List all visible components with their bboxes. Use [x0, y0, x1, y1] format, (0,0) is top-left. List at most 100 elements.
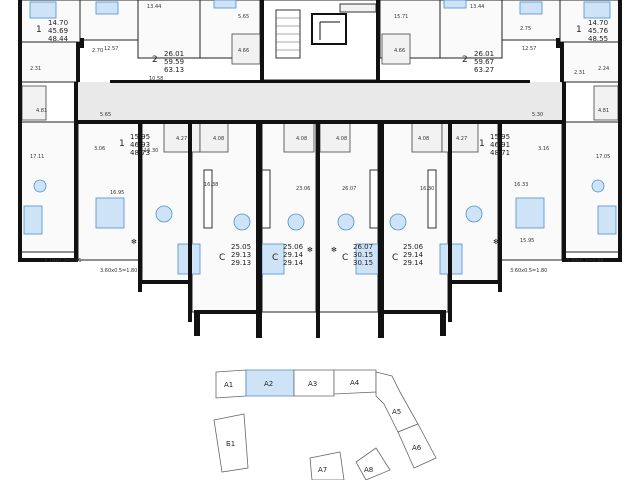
area-label: 4.08 — [336, 136, 347, 142]
dining-table — [233, 213, 251, 231]
area-label: 3.60x0.5=1.80 — [100, 268, 137, 274]
area-label: 3.16 — [538, 146, 549, 152]
unit-s3: С 26.07 30.15 30.15 — [342, 243, 373, 267]
area-label: С — [219, 253, 225, 263]
area-label: 63.27 — [474, 66, 494, 74]
kitchen-counter — [203, 169, 213, 229]
area-label: 26.01 — [474, 50, 494, 58]
area-label: 5.65 — [238, 14, 249, 20]
area-label: 45.76 — [588, 27, 609, 35]
area-label: 4.81 — [36, 108, 47, 114]
area-label: 30.15 — [353, 251, 373, 259]
section-label-a3: A3 — [308, 380, 317, 388]
bathroom — [21, 85, 47, 121]
dining-table — [591, 179, 605, 193]
dining-table — [465, 205, 483, 223]
plant-icon: ✻ — [131, 238, 137, 246]
area-label: 16.38 — [204, 182, 218, 188]
area-label: 15.95 — [130, 133, 150, 141]
section-a5 — [375, 371, 419, 433]
section-a7 — [309, 451, 345, 480]
area-label: 15.95 — [520, 238, 534, 244]
area-label: 3.19x0.3=0.96 — [44, 258, 81, 264]
area-label: 4.66 — [394, 48, 405, 54]
area-label: 59.59 — [164, 58, 184, 66]
bathroom — [231, 33, 261, 65]
area-label: С — [342, 253, 348, 263]
section-a6 — [397, 423, 437, 469]
area-label: 26.07 — [353, 243, 373, 251]
area-label: 4.81 — [598, 108, 609, 114]
area-label: 29.14 — [283, 259, 304, 267]
bathroom — [381, 33, 411, 65]
area-label: 29.13 — [231, 259, 251, 267]
area-label: 4.27 — [176, 136, 187, 142]
plant-icon: ✻ — [493, 238, 499, 246]
area-label: 4.08 — [418, 136, 429, 142]
area-label: 16.30 — [144, 148, 158, 154]
kitchen-counter — [369, 169, 379, 229]
area-label: С — [392, 253, 398, 263]
top-block — [19, 0, 621, 121]
bathroom — [199, 121, 229, 153]
section-a3 — [293, 369, 335, 397]
area-label: 26.01 — [164, 50, 184, 58]
room — [561, 41, 621, 83]
area-label: 45.69 — [48, 27, 68, 35]
unit-mr: 2 26.01 59.67 63.27 — [462, 50, 494, 74]
area-label: 5.65 — [100, 112, 111, 118]
area-label: 46.91 — [490, 141, 510, 149]
area-label: 1 — [479, 139, 485, 149]
bed — [597, 205, 617, 235]
section-label-a6: A6 — [412, 444, 422, 452]
area-label: 46.93 — [130, 141, 150, 149]
kitchen-counter — [427, 169, 437, 229]
bed — [583, 1, 611, 19]
area-label: 2 — [462, 55, 468, 65]
area-label: 2.31 — [574, 70, 585, 76]
bed — [23, 205, 43, 235]
dining-table — [337, 213, 355, 231]
area-label: 4.08 — [213, 136, 224, 142]
dining-table — [155, 205, 173, 223]
area-label: 25.06 — [283, 243, 304, 251]
balcony-labels: 3.19x0.3=0.96 3.60x0.5=1.80 3.60x0.5=1.8… — [44, 258, 603, 274]
area-label: 59.67 — [474, 58, 494, 66]
room — [261, 121, 317, 313]
area-label: 13.44 — [470, 4, 484, 10]
dining-table — [33, 179, 47, 193]
area-label: 17.05 — [596, 154, 610, 160]
area-label: 4.08 — [296, 136, 307, 142]
area-label: 3.30x0.3=0.99 — [566, 258, 603, 264]
area-label: 29.14 — [403, 259, 424, 267]
area-label: 29.14 — [283, 251, 304, 259]
area-label: 15.71 — [394, 14, 408, 20]
area-label: 2.70 — [92, 48, 103, 54]
area-label: 4.27 — [456, 136, 467, 142]
area-label: 48.73 — [130, 149, 150, 157]
area-label: 63.13 — [164, 66, 184, 74]
key-plan: A1 A2 A3 A4 A5 A6 Б1 A7 A8 — [213, 369, 437, 480]
area-label: 48.71 — [490, 149, 510, 157]
bed — [95, 197, 125, 229]
area-label: 29.14 — [403, 251, 424, 259]
area-label: 3.06 — [94, 146, 105, 152]
bed — [443, 0, 467, 9]
area-label: 1 — [119, 139, 125, 149]
area-label: 12.57 — [104, 46, 118, 52]
bathroom — [593, 85, 619, 121]
room — [77, 121, 143, 261]
unit-s1: С 25.05 29.13 29.13 — [219, 243, 251, 267]
dining-table — [287, 213, 305, 231]
area-label: 17.11 — [30, 154, 44, 160]
room — [137, 0, 201, 59]
area-label: 16.30 — [420, 186, 434, 192]
area-label: 30.15 — [353, 259, 373, 267]
section-b1 — [213, 413, 249, 473]
area-label: 48.44 — [48, 35, 69, 43]
area-label: 12.57 — [522, 46, 536, 52]
area-label: С — [272, 253, 278, 263]
bed — [213, 0, 237, 9]
room — [19, 41, 79, 83]
